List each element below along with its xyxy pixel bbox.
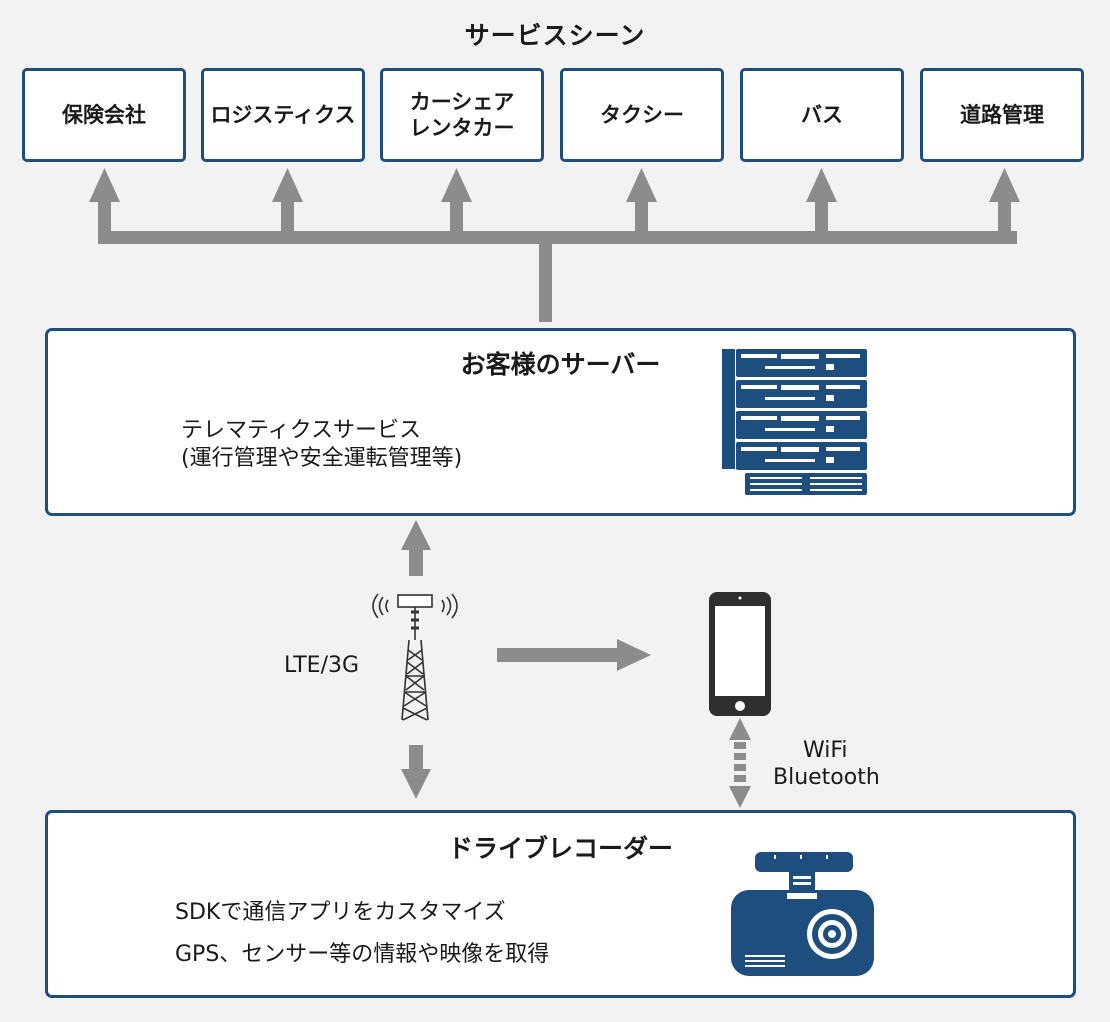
drive-recorder-device-icon bbox=[731, 852, 874, 976]
scene-box-logistics: ロジスティクス bbox=[201, 68, 365, 162]
bluetooth-label: Bluetooth bbox=[773, 765, 880, 790]
server-rack-icon bbox=[722, 349, 867, 495]
arrow-to-insurance bbox=[89, 168, 120, 244]
tower-to-phone-arrow bbox=[497, 639, 651, 671]
wifi-label: WiFi bbox=[803, 738, 848, 763]
server-box-title: お客様のサーバー bbox=[460, 350, 661, 379]
arrow-to-carshare bbox=[441, 168, 472, 244]
customer-server-box: お客様のサーバー テレマティクスサービス (運行管理や安全運転管理等) bbox=[45, 328, 1076, 516]
tower-to-server-arrow bbox=[401, 520, 431, 576]
sdk-customize-text: SDKで通信アプリをカスタマイズ bbox=[175, 900, 506, 925]
scene-box-road-management: 道路管理 bbox=[920, 68, 1084, 162]
gps-sensor-text: GPS、センサー等の情報や映像を取得 bbox=[175, 942, 550, 967]
scene-box-bus: バス bbox=[740, 68, 904, 162]
arrow-to-logistics bbox=[272, 168, 303, 244]
drive-recorder-box: ドライブレコーダー SDKで通信アプリをカスタマイズ GPS、センサー等の情報や… bbox=[45, 810, 1076, 998]
arrow-to-taxi bbox=[626, 168, 657, 244]
drive-recorder-box-title: ドライブレコーダー bbox=[447, 834, 673, 863]
arrow-to-road-management bbox=[989, 168, 1020, 244]
arrow-to-bus bbox=[806, 168, 837, 244]
distribution-arrows bbox=[89, 168, 1020, 322]
cell-tower-icon bbox=[372, 593, 458, 721]
diagram-title: サービスシーン bbox=[464, 21, 646, 50]
scene-box-carshare-rental: カーシェア レンタカー bbox=[380, 68, 544, 162]
scene-box-insurance: 保険会社 bbox=[22, 68, 186, 162]
scene-box-taxi: タクシー bbox=[560, 68, 724, 162]
smartphone-icon bbox=[709, 592, 771, 716]
telematics-service-text: テレマティクスサービス bbox=[181, 418, 422, 443]
tower-to-recorder-arrow bbox=[401, 745, 431, 799]
phone-recorder-link-arrow bbox=[729, 718, 751, 808]
lte-3g-label: LTE/3G bbox=[284, 653, 360, 678]
telematics-service-detail-text: (運行管理や安全運転管理等) bbox=[181, 446, 463, 471]
